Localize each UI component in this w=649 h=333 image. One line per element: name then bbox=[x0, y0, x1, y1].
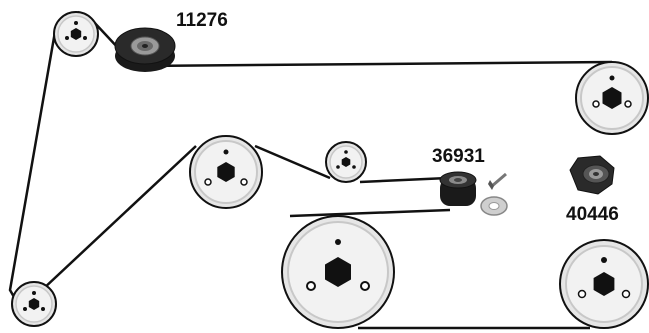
pulley-middle-left bbox=[189, 135, 263, 209]
pulley-bottom-left bbox=[11, 281, 57, 327]
belt-segment-lower-left bbox=[41, 145, 197, 291]
bolt-hole bbox=[335, 239, 341, 245]
hex-hub bbox=[602, 87, 622, 109]
bolt-hole bbox=[609, 75, 615, 81]
belt-segment-top bbox=[139, 60, 613, 68]
hex-hub bbox=[593, 272, 615, 296]
washer bbox=[480, 196, 508, 216]
pulley-center-small bbox=[325, 141, 367, 183]
bolt-hole bbox=[32, 291, 36, 295]
hex-hub bbox=[28, 298, 40, 310]
hex-hub bbox=[325, 257, 351, 287]
pulley-top-right bbox=[575, 61, 649, 135]
bolt-hole bbox=[360, 281, 370, 291]
pulley-top-left bbox=[53, 11, 99, 57]
bolt-hole bbox=[344, 150, 348, 154]
hex-hub bbox=[341, 157, 351, 167]
bolt-hole bbox=[336, 165, 340, 169]
bolt-hole bbox=[592, 100, 600, 108]
hex-hub bbox=[217, 162, 235, 182]
bolt-hole bbox=[41, 307, 45, 311]
bolt-hole bbox=[621, 289, 631, 299]
belt-segment-mid bbox=[254, 144, 331, 180]
bolt-hole bbox=[240, 178, 248, 186]
part-number-36931: 36931 bbox=[432, 146, 485, 167]
pulley-bottom-right bbox=[559, 239, 649, 329]
part-number-40446: 40446 bbox=[566, 204, 619, 225]
bolt-hole bbox=[223, 149, 229, 155]
bolt-hole bbox=[577, 289, 587, 299]
idler-pulley-11276 bbox=[114, 27, 176, 72]
part-number-11276: 11276 bbox=[176, 10, 228, 31]
bolt-hole bbox=[23, 307, 27, 311]
bolt-hole bbox=[352, 165, 356, 169]
belt-segment-mid-right bbox=[359, 176, 449, 184]
bolt-hole bbox=[65, 36, 69, 40]
tensioner-assembly-40446 bbox=[569, 155, 615, 195]
bolt-hole bbox=[83, 36, 87, 40]
idler-pulley-36931 bbox=[439, 171, 477, 206]
hex-hub bbox=[70, 28, 82, 40]
bolt-hole bbox=[74, 21, 78, 25]
bolt-hole bbox=[624, 100, 632, 108]
belt-segment-lower-mid bbox=[289, 208, 451, 218]
mounting-bolt bbox=[488, 172, 507, 190]
pulley-crankshaft bbox=[281, 215, 395, 329]
bolt-hole bbox=[204, 178, 212, 186]
bolt-hole bbox=[601, 257, 607, 263]
bolt-hole bbox=[306, 281, 316, 291]
belt-segment-left bbox=[8, 25, 58, 319]
